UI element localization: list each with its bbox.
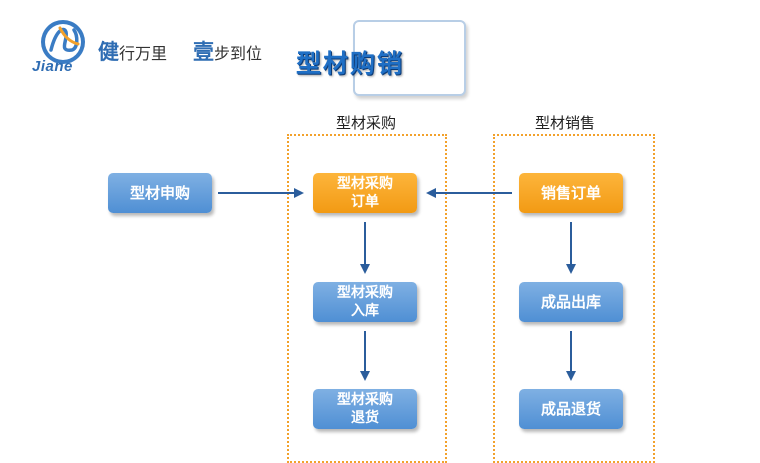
page-title: 型材购销: [296, 49, 405, 78]
slogan-2-rest: 步到位: [214, 44, 263, 63]
jiane-logo-icon: [41, 20, 85, 64]
slogan-1-rest: 行万里: [119, 44, 168, 63]
slogan-1-big: 健: [98, 40, 119, 64]
node-material-request[interactable]: 型材申购: [108, 173, 212, 213]
node-purchase-in[interactable]: 型材采购 入库: [313, 282, 417, 322]
purchase-group-frame: [287, 134, 447, 463]
node-purchase-return[interactable]: 型材采购 退货: [313, 389, 417, 429]
node-sales-order[interactable]: 销售订单: [519, 173, 623, 213]
node-purchase-order[interactable]: 型材采购 订单: [313, 173, 417, 213]
sales-group-label: 型材销售: [535, 114, 596, 132]
node-stock-out[interactable]: 成品出库: [519, 282, 623, 322]
logo-text: Jiane: [32, 58, 73, 75]
node-sales-return[interactable]: 成品退货: [519, 389, 623, 429]
purchase-group-label: 型材采购: [336, 114, 397, 132]
sales-group-frame: [493, 134, 655, 463]
slogan-2-big: 壹: [193, 40, 214, 64]
slogan-1: 健行万里: [98, 36, 167, 66]
slogan-2: 壹步到位: [193, 36, 262, 66]
title-frame: [353, 20, 466, 96]
